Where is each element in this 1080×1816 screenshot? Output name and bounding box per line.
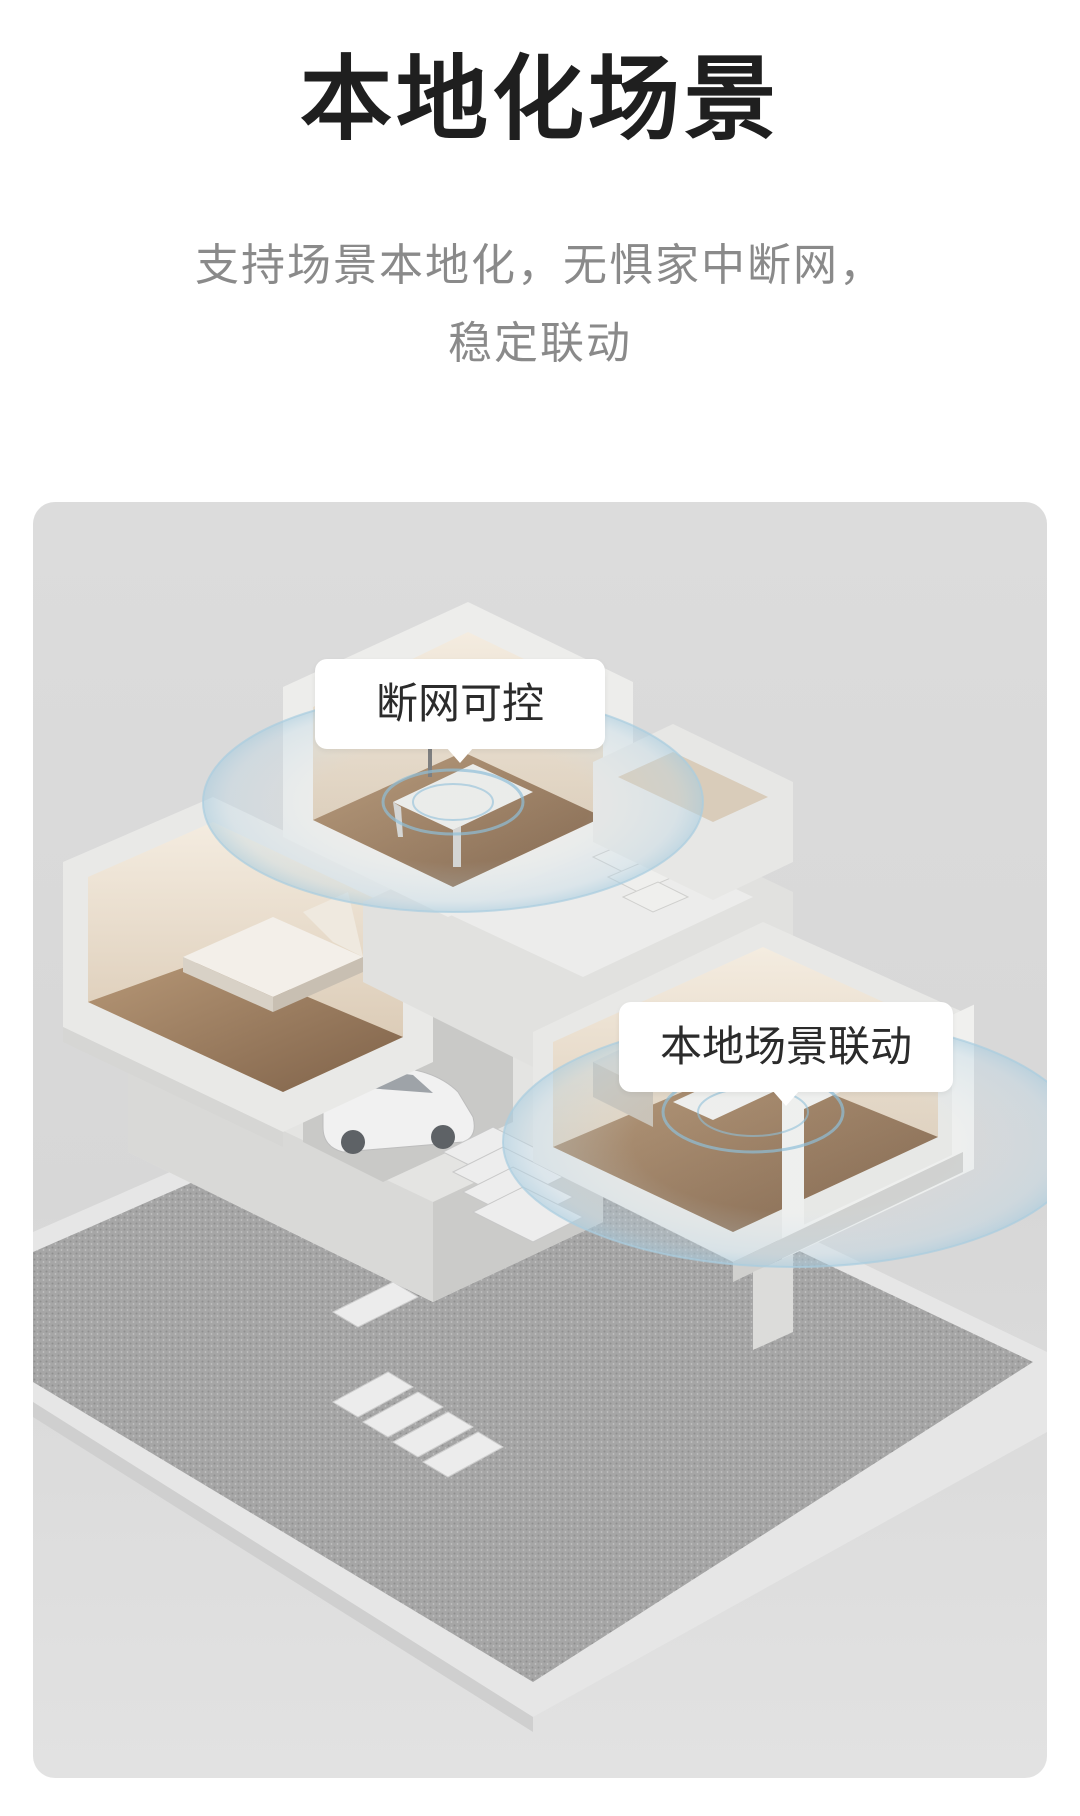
callout-local-scene-linkage: 本地场景联动 xyxy=(619,1002,953,1106)
page-title: 本地化场景 xyxy=(299,46,780,153)
subtitle-line-2: 稳定联动 xyxy=(448,318,632,369)
subtitle-line-1: 支持场景本地化，无惧家中断网， xyxy=(195,240,885,291)
house-illustration-graphic xyxy=(33,602,1047,1732)
house-illustration: 断网可控 本地场景联动 xyxy=(33,502,1047,1778)
callout-offline-control: 断网可控 xyxy=(315,659,605,763)
